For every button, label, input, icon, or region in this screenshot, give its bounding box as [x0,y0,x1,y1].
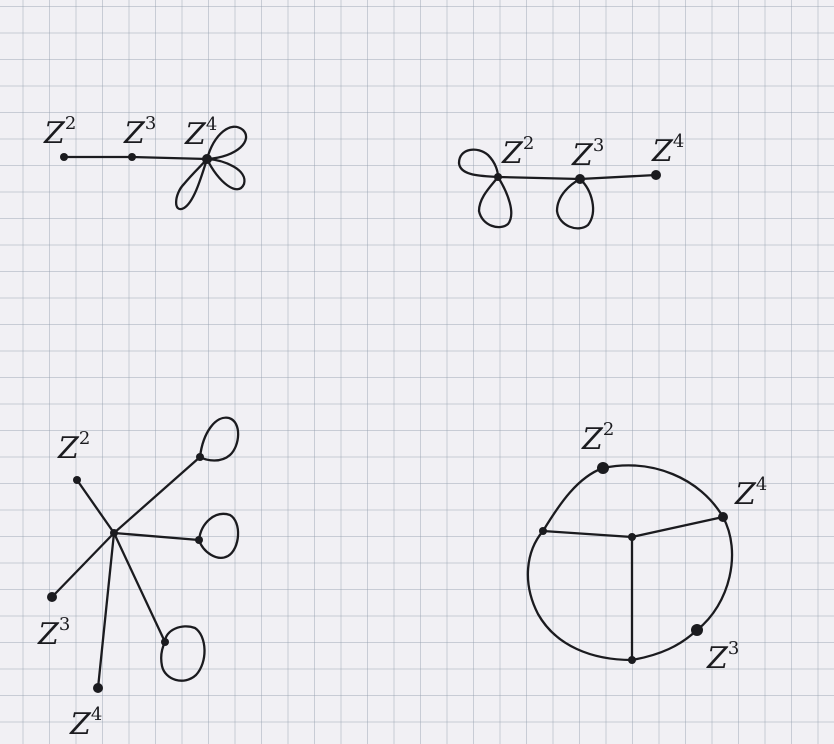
edge-z3-z4 [578,173,658,181]
label-z2: Z2 [581,419,614,457]
vertex-z4 [718,512,728,522]
label-z2: Z2 [57,428,90,466]
edge-z2-z3 [496,175,582,181]
vertex-bottom [628,656,636,664]
edge-center-z4 [96,531,116,690]
vertex-z4 [93,683,103,693]
vertex-loop-middle [195,536,203,544]
loop-lower-right [205,157,246,191]
vertex-z3 [128,153,136,161]
edge-center-z4 [630,515,725,539]
label-z2: Z2 [501,133,534,171]
edge-center-loop-middle [112,531,201,542]
vertex-z2 [597,462,609,474]
label-z4: Z4 [651,131,684,169]
label-z3: Z3 [571,135,604,173]
edge-z3-z4 [130,155,209,161]
label-z3: Z3 [37,614,70,652]
vertex-center [110,529,118,537]
loop-below-z3 [555,177,595,230]
edge-center-z2 [75,478,116,535]
label-z4: Z4 [69,704,102,742]
label-z3: Z3 [123,113,156,151]
edge-center-loop-top [112,455,202,535]
loop-bottom [160,625,206,682]
label-z2: Z2 [43,113,76,151]
label-z4: Z4 [184,114,217,152]
vertex-z2 [73,476,81,484]
vertex-loop-bottom [161,638,169,646]
edge-left-center [541,529,634,539]
vertex-z3 [691,624,703,636]
vertex-z3 [47,592,57,602]
label-z3: Z3 [706,638,739,676]
diagram-bottom-right: Z2 Z4 Z3 [526,419,767,676]
loop-lower-left [174,157,209,211]
vertex-z4 [202,154,212,164]
vertex-left [539,527,547,535]
loop-upper-right [205,125,248,161]
loop-left [457,148,500,179]
edge-center-z3 [50,531,116,599]
label-z4: Z4 [734,474,767,512]
diagram-top-right: Z2 Z3 Z4 [457,131,684,230]
diagram-top-left: Z2 Z3 Z4 [43,113,248,211]
vertex-z3 [575,174,585,184]
loop-top [198,416,240,462]
loop-middle [197,512,240,559]
vertex-z2 [494,173,502,181]
vertex-z2 [60,153,68,161]
diagram-bottom-left: Z2 Z3 Z4 [37,416,240,742]
vertex-z4 [651,170,661,180]
loop-lower-left [477,175,513,229]
vertex-loop-top [196,453,204,461]
vertex-center [628,533,636,541]
edge-center-loop-bottom [112,531,167,644]
